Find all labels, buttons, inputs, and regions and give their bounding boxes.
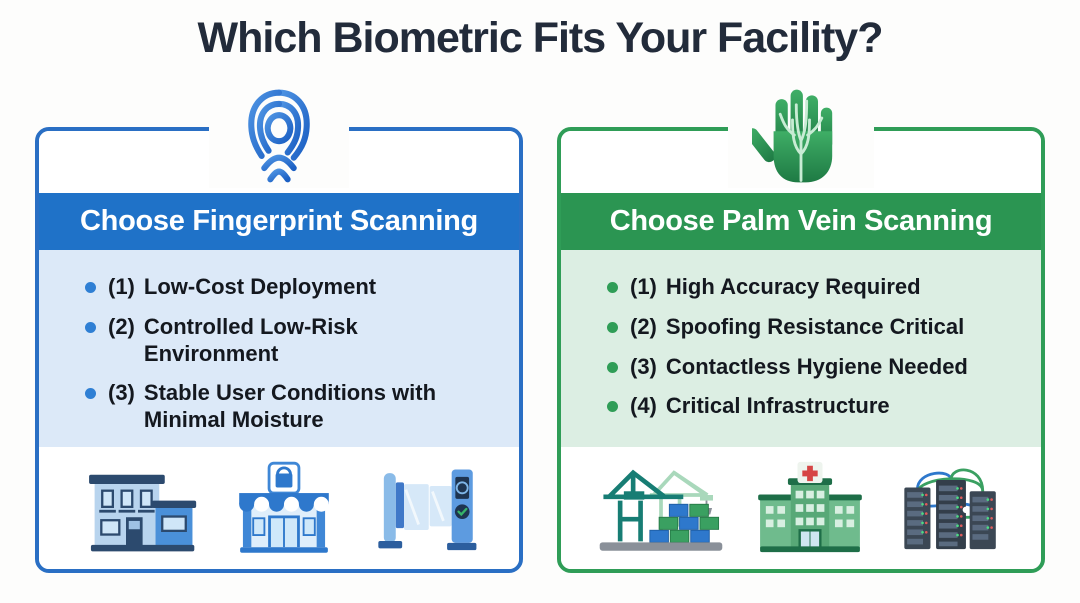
fingerprint-use-case-icons bbox=[39, 447, 519, 569]
page-title: Which Biometric Fits Your Facility? bbox=[197, 14, 884, 62]
item-text: High Accuracy Required bbox=[665, 274, 921, 299]
fingerprint-panel-header: Choose Fingerprint Scanning bbox=[39, 193, 519, 250]
item-text: Stable User Conditions with Minimal Mois… bbox=[143, 380, 437, 433]
palm-vein-benefits-list: (1) High Accuracy Required (2) Spoofing … bbox=[561, 250, 1041, 447]
item-number: (1) bbox=[630, 274, 657, 299]
item-number: (4) bbox=[630, 393, 657, 419]
item-number: (3) bbox=[108, 380, 135, 406]
list-item: (3) Contactless Hygiene Needed bbox=[607, 354, 1031, 381]
retail-storefront-icon bbox=[228, 460, 340, 556]
palm-vein-panel: Choose Palm Vein Scanning (1) High Accur… bbox=[557, 127, 1045, 573]
fingerprint-benefits-list: (1) Low-Cost Deployment (2) Controlled L… bbox=[39, 250, 519, 448]
palm-vein-panel-header: Choose Palm Vein Scanning bbox=[561, 193, 1041, 250]
list-item: (3) Stable User Conditions with Minimal … bbox=[85, 380, 509, 434]
item-text: Critical Infrastructure bbox=[665, 393, 890, 419]
item-text: Contactless Hygiene Needed bbox=[665, 353, 968, 379]
item-number: (1) bbox=[108, 274, 135, 299]
list-item: (1) Low-Cost Deployment bbox=[85, 274, 509, 301]
list-item: (2) Spoofing Resistance Critical bbox=[607, 314, 1031, 341]
bullet-dot bbox=[607, 282, 618, 293]
list-item: (4) Critical Infrastructure bbox=[607, 393, 1031, 420]
bullet-dot bbox=[607, 401, 618, 413]
list-item: (2) Controlled Low-Risk Environment bbox=[85, 314, 509, 368]
item-number: (2) bbox=[630, 313, 657, 339]
item-number: (3) bbox=[630, 353, 657, 379]
item-text: Spoofing Resistance Critical bbox=[665, 313, 965, 339]
office-building-icon bbox=[78, 460, 198, 556]
item-number: (2) bbox=[108, 313, 135, 339]
list-item: (1) High Accuracy Required bbox=[607, 274, 1031, 301]
item-text: Controlled Low-Risk Environment bbox=[143, 313, 358, 366]
port-crane-icon bbox=[596, 460, 726, 556]
bullet-dot bbox=[607, 321, 618, 333]
bullet-dot bbox=[85, 388, 96, 400]
access-gate-turnstile-icon bbox=[371, 460, 481, 556]
bullet-dot bbox=[607, 361, 618, 373]
hospital-icon bbox=[752, 460, 868, 556]
palm-vein-icon bbox=[728, 84, 874, 188]
fingerprint-panel: Choose Fingerprint Scanning (1) Low-Cost… bbox=[35, 127, 523, 573]
bullet-dot bbox=[85, 321, 96, 333]
item-text: Low-Cost Deployment bbox=[143, 274, 377, 299]
bullet-dot bbox=[85, 282, 96, 293]
fingerprint-icon bbox=[209, 84, 349, 188]
palm-vein-use-case-icons bbox=[561, 447, 1041, 569]
server-racks-icon bbox=[895, 460, 1007, 556]
